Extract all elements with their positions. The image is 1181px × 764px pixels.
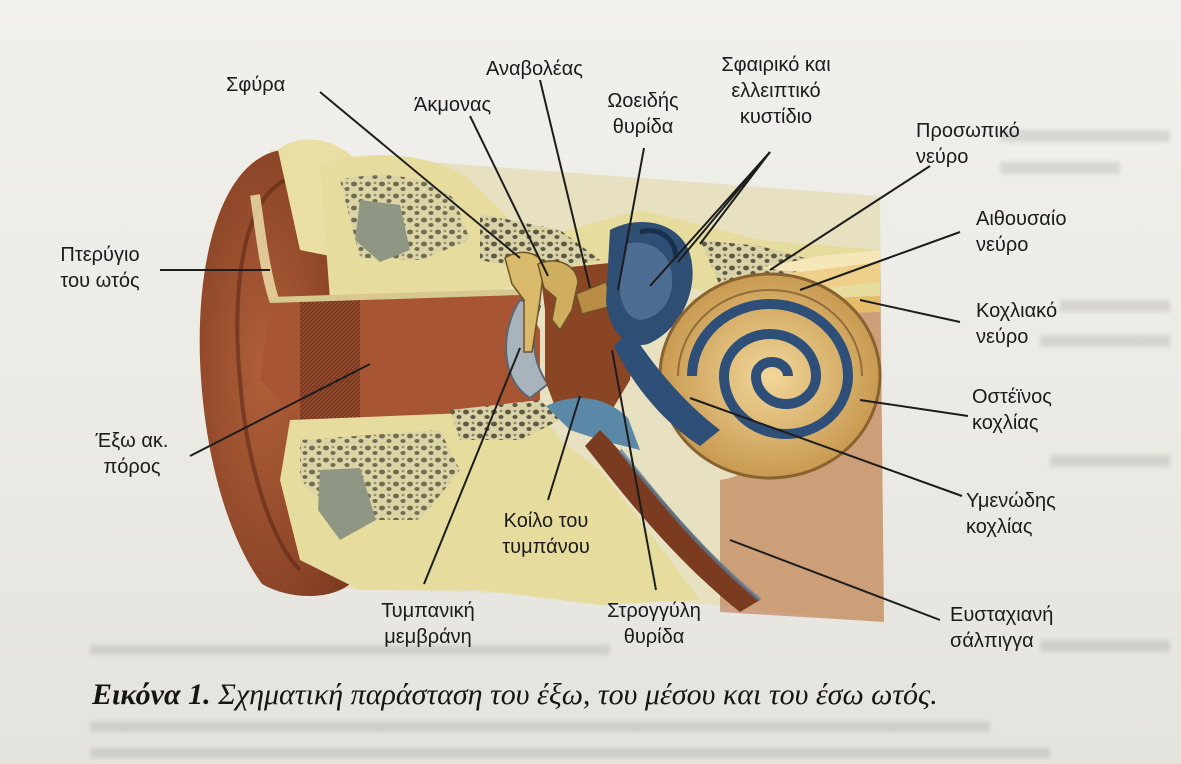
figure-caption: Εικόνα 1. Σχηματική παράσταση του έξω, τ…: [92, 678, 938, 712]
label-ear-canal: Έξω ακ.πόρος: [72, 428, 192, 480]
cochlea-shape: [660, 274, 880, 478]
caption-number: Εικόνα 1.: [92, 678, 211, 711]
label-malleus: Σφύρα: [226, 72, 285, 98]
label-incus: Άκμονας: [414, 92, 491, 118]
label-stapes: Αναβολέας: [486, 56, 583, 82]
caption-text: Σχηματική παράσταση του έξω, του μέσου κ…: [218, 678, 938, 711]
